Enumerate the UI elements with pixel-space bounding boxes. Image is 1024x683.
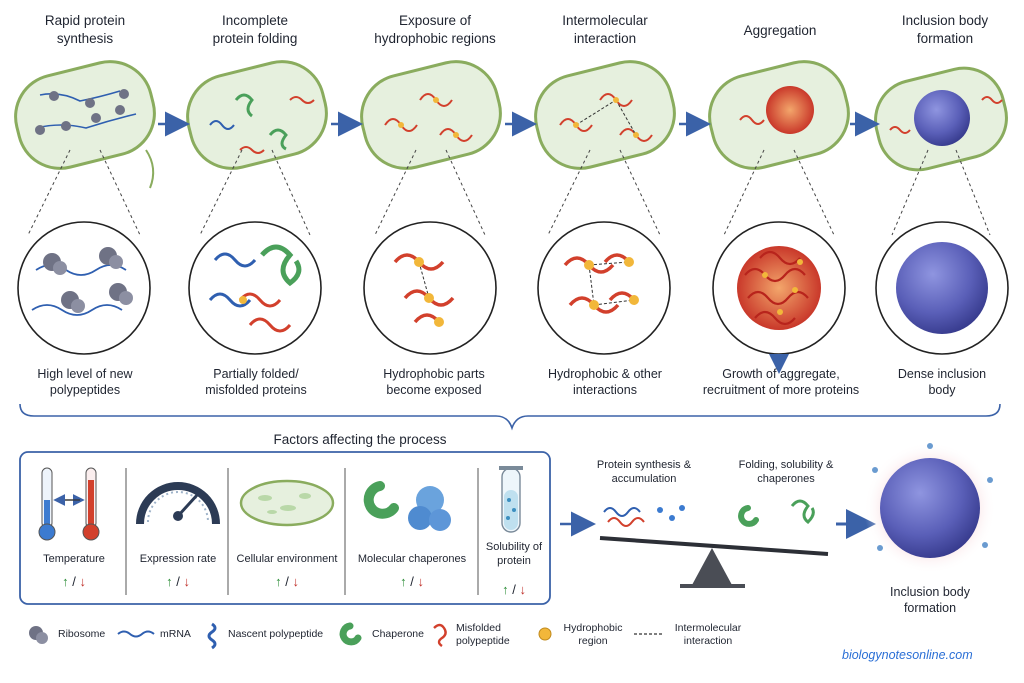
balance-left-molecules bbox=[603, 505, 685, 527]
factor-label-solubility: Solubility of protein bbox=[485, 541, 543, 567]
stage-caption-1: High level of new polypeptides bbox=[37, 367, 133, 397]
stage-caption-2: Partially folded/ misfolded proteins bbox=[205, 367, 307, 397]
zoom-circle-5 bbox=[712, 221, 846, 355]
credit-link[interactable]: biologynotesonline.com bbox=[842, 648, 973, 662]
legend-label-nascent: Nascent polypeptide bbox=[228, 628, 324, 640]
stage-title-2: Incomplete protein folding bbox=[212, 13, 298, 46]
balance-scale bbox=[599, 536, 829, 588]
bracket bbox=[19, 403, 1001, 431]
updown-cellular-environment: ↑ / ↓ bbox=[275, 574, 299, 589]
mrna-icon bbox=[117, 630, 155, 638]
factor-dividers bbox=[125, 468, 479, 595]
balance-left-label: Protein synthesis & accumulation bbox=[596, 459, 692, 485]
test-tube-icon bbox=[499, 466, 523, 533]
stage-title-6: Inclusion body formation bbox=[901, 13, 989, 46]
zoom-circle-1 bbox=[17, 221, 151, 355]
cell-stage-1 bbox=[14, 60, 156, 189]
thermometer-icon bbox=[38, 467, 100, 541]
stage-title-3: Exposure of hydrophobic regions bbox=[374, 13, 496, 46]
factors-box bbox=[19, 451, 551, 605]
cell-environment-icon bbox=[239, 479, 335, 527]
balance-right-label: Folding, solubility & chaperones bbox=[738, 459, 834, 485]
stage-caption-5: Growth of aggregate, recruitment of more… bbox=[702, 367, 860, 397]
gauge-icon bbox=[136, 482, 220, 525]
factor-label-temperature: Temperature bbox=[43, 553, 105, 565]
stage-title-5: Aggregation bbox=[743, 23, 817, 38]
balance-right-molecules bbox=[738, 499, 815, 527]
stage-caption-3: Hydrophobic parts become exposed bbox=[383, 367, 485, 397]
legend-label-mrna: mRNA bbox=[160, 628, 191, 640]
cell-stage-6 bbox=[874, 66, 1008, 172]
legend-label-hydrophobic: Hydrophobic region bbox=[563, 622, 623, 647]
updown-solubility: ↑ / ↓ bbox=[502, 582, 526, 597]
legend-label-chaperone: Chaperone bbox=[372, 628, 424, 640]
stage-title-4: Intermolecular interaction bbox=[562, 13, 648, 46]
misfolded-polypeptide-icon bbox=[433, 623, 447, 647]
nascent-polypeptide-icon bbox=[207, 622, 217, 650]
updown-molecular-chaperones: ↑ / ↓ bbox=[400, 574, 424, 589]
zoom-circle-4 bbox=[537, 221, 671, 355]
zoom-lines bbox=[27, 149, 991, 236]
cell-stage-4 bbox=[534, 60, 676, 170]
inclusion-body-large bbox=[864, 442, 996, 574]
ribosome-icon bbox=[29, 626, 48, 644]
cell-stage-2 bbox=[186, 60, 328, 170]
result-label: Inclusion body formation bbox=[890, 585, 970, 615]
zoom-circle-6 bbox=[875, 221, 1009, 355]
cell-stage-5 bbox=[708, 60, 850, 170]
zoom-circle-2 bbox=[188, 221, 322, 355]
chaperone-molecule-icon bbox=[363, 481, 451, 531]
factors-heading: Factors affecting the process bbox=[273, 432, 447, 447]
legend-label-interaction: Intermolecular interaction bbox=[674, 622, 742, 647]
stage-caption-6: Dense inclusion body bbox=[897, 367, 987, 397]
legend-icons bbox=[29, 622, 662, 650]
factor-label-molecular-chaperones: Molecular chaperones bbox=[357, 553, 467, 565]
stage-title-1: Rapid protein synthesis bbox=[44, 13, 126, 46]
updown-expression-rate: ↑ / ↓ bbox=[166, 574, 190, 589]
factor-label-cellular-environment: Cellular environment bbox=[236, 553, 338, 565]
updown-temperature: ↑ / ↓ bbox=[62, 574, 86, 589]
chaperone-icon bbox=[339, 622, 362, 646]
legend-label-ribosome: Ribosome bbox=[58, 628, 106, 640]
cell-stage-3 bbox=[360, 60, 502, 170]
factor-label-expression-rate: Expression rate bbox=[139, 553, 217, 565]
legend-label-misfolded: Misfolded polypeptide bbox=[456, 622, 510, 647]
zoom-circle-3 bbox=[363, 221, 497, 355]
stage-caption-4: Hydrophobic & other interactions bbox=[548, 367, 662, 397]
hydrophobic-region-icon bbox=[538, 627, 552, 641]
